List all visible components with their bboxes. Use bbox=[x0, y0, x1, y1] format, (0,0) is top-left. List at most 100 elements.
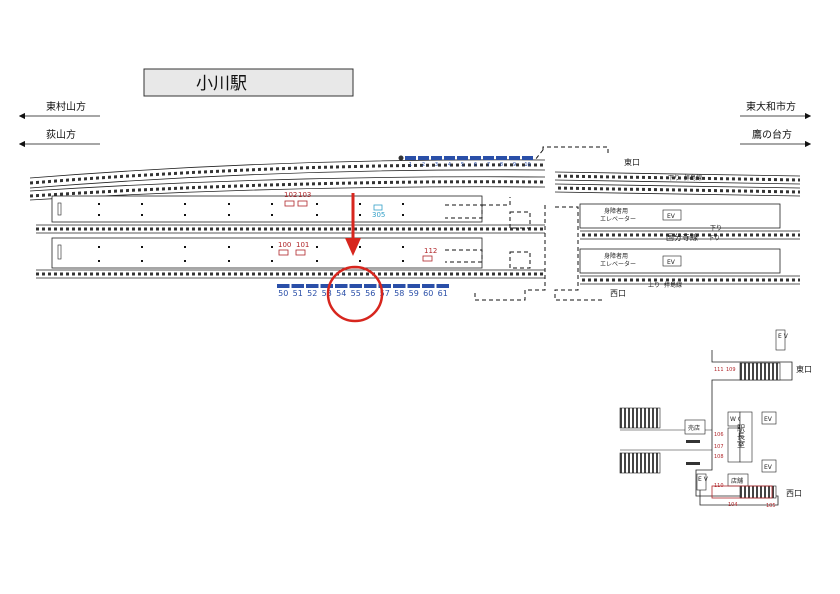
car-stop-marker bbox=[306, 284, 319, 288]
car-stop-marker bbox=[470, 156, 481, 160]
car-stop-marker bbox=[277, 284, 290, 288]
marker-box-icon bbox=[295, 249, 306, 256]
car-stop-marker bbox=[522, 156, 533, 160]
car-stop-marker bbox=[509, 156, 520, 160]
inset-marker-104: 104 bbox=[728, 502, 738, 508]
platform-right-upper: 身障者用 エレベーター EV bbox=[579, 203, 781, 229]
direction-left-top: 東村山方 bbox=[18, 100, 100, 120]
car-stop-number: 57 bbox=[380, 289, 390, 298]
stop-origin-icon bbox=[398, 155, 404, 161]
platform-upper bbox=[51, 195, 483, 223]
car-stop-number: 53 bbox=[322, 289, 332, 298]
inset-store: 店舗 bbox=[731, 477, 743, 485]
kudari-label: 下り bbox=[708, 235, 720, 242]
car-stop-number: 59 bbox=[409, 289, 419, 298]
car-stop-number: 6 bbox=[474, 162, 477, 168]
marker-100: 100 bbox=[278, 241, 291, 249]
inset-marker-106: 106 bbox=[714, 432, 724, 438]
car-stop-number: 58 bbox=[394, 289, 404, 298]
car-stop-number: 7 bbox=[487, 162, 490, 168]
marker-305: 305 bbox=[372, 211, 385, 219]
inset-ev: EV bbox=[764, 464, 773, 471]
stairs-icon bbox=[619, 407, 661, 429]
inset-ev: EV bbox=[764, 416, 773, 423]
car-stop-marker bbox=[436, 284, 449, 288]
car-stop-number: 61 bbox=[438, 289, 448, 298]
ev-label: EV bbox=[667, 259, 676, 266]
marker-box-icon bbox=[278, 249, 289, 256]
marker-101: 101 bbox=[296, 241, 309, 249]
kokubunji-line-label: 国分寺線 bbox=[666, 232, 698, 242]
haijima-line-label: 拝島線 bbox=[684, 174, 702, 182]
car-stop-marker bbox=[496, 156, 507, 160]
car-stop-marker bbox=[364, 284, 377, 288]
car-stop-marker bbox=[444, 156, 455, 160]
east-exit-label: 東口 bbox=[624, 157, 640, 167]
car-stop-marker bbox=[407, 284, 420, 288]
tracks-bottom bbox=[36, 269, 545, 279]
stairs-icon bbox=[619, 452, 661, 474]
car-stop-number: 10 bbox=[524, 162, 530, 168]
inset-ev-vertical: E V bbox=[698, 476, 709, 483]
car-stop-number: 54 bbox=[336, 289, 346, 298]
inset-station-office: 駅長室 bbox=[737, 424, 746, 448]
car-stop-marker bbox=[422, 284, 435, 288]
direction-label: 東村山方 bbox=[46, 100, 86, 113]
platform-dots bbox=[98, 203, 404, 262]
kudari-label: 下り bbox=[710, 225, 722, 232]
stairs-icon bbox=[739, 362, 781, 381]
kudari-label: 下り bbox=[668, 175, 680, 182]
car-stop-number: 56 bbox=[365, 289, 375, 298]
marker-112: 112 bbox=[424, 247, 437, 255]
car-stop-marker bbox=[378, 284, 391, 288]
elevator-text: エレベーター bbox=[600, 260, 636, 268]
car-stop-marker bbox=[291, 284, 304, 288]
marker-103: 103 bbox=[298, 191, 311, 199]
car-stop-marker bbox=[393, 284, 406, 288]
west-exit-label: 西口 bbox=[610, 289, 626, 298]
concourse-outline bbox=[445, 146, 609, 301]
platform-right-lower: 身障者用 エレベーター EV bbox=[579, 248, 781, 274]
tracks-left bbox=[29, 159, 546, 201]
tracks-right bbox=[554, 171, 801, 285]
tracks-middle bbox=[36, 224, 545, 234]
car-stop-marker bbox=[431, 156, 442, 160]
marker-102: 102 bbox=[284, 191, 297, 199]
direction-label: 荻山方 bbox=[46, 128, 76, 141]
page-title: 小川駅 bbox=[196, 74, 247, 94]
car-stop-marker bbox=[457, 156, 468, 160]
marker-box-icon bbox=[373, 204, 383, 211]
car-stop-marker bbox=[405, 156, 416, 160]
marker-box-icon bbox=[422, 255, 433, 262]
elevator-icon bbox=[662, 255, 682, 267]
direction-label: 東大和市方 bbox=[746, 100, 796, 113]
direction-left-bottom: 荻山方 bbox=[18, 128, 100, 148]
platform-lower bbox=[51, 237, 483, 269]
cyan-marker: 305 bbox=[372, 204, 385, 219]
inset-marker-107: 107 bbox=[714, 444, 724, 450]
car-stop-number: 55 bbox=[351, 289, 361, 298]
inset-marker-109: 109 bbox=[726, 367, 736, 373]
car-stop-number: 51 bbox=[293, 289, 303, 298]
elevator-text: 身障者用 bbox=[604, 207, 628, 215]
car-stop-number: 2 bbox=[422, 162, 425, 168]
car-stop-number: 50 bbox=[278, 289, 288, 298]
inset-marker-108: 108 bbox=[714, 454, 724, 460]
elevator-text: エレベーター bbox=[600, 215, 636, 223]
inset-east-exit: 東口 bbox=[796, 364, 812, 374]
car-stop-number: 8 bbox=[500, 162, 503, 168]
direction-label: 鷹の台方 bbox=[752, 128, 792, 141]
concourse-inset: E V 東口 売店 W C 駅長室 EV EV E V 店舗 西口 1 bbox=[619, 329, 812, 509]
inset-marker-111: 111 bbox=[714, 367, 724, 373]
car-stop-marker bbox=[418, 156, 429, 160]
car-stop-number: 1 bbox=[409, 162, 412, 168]
car-stop-marker bbox=[483, 156, 494, 160]
elevator-icon bbox=[662, 209, 682, 221]
marker-box-icon bbox=[284, 200, 295, 207]
highlight bbox=[326, 193, 384, 323]
car-stop-number: 52 bbox=[307, 289, 317, 298]
down-arrow-icon bbox=[345, 238, 361, 256]
inset-shop: 売店 bbox=[688, 424, 700, 432]
